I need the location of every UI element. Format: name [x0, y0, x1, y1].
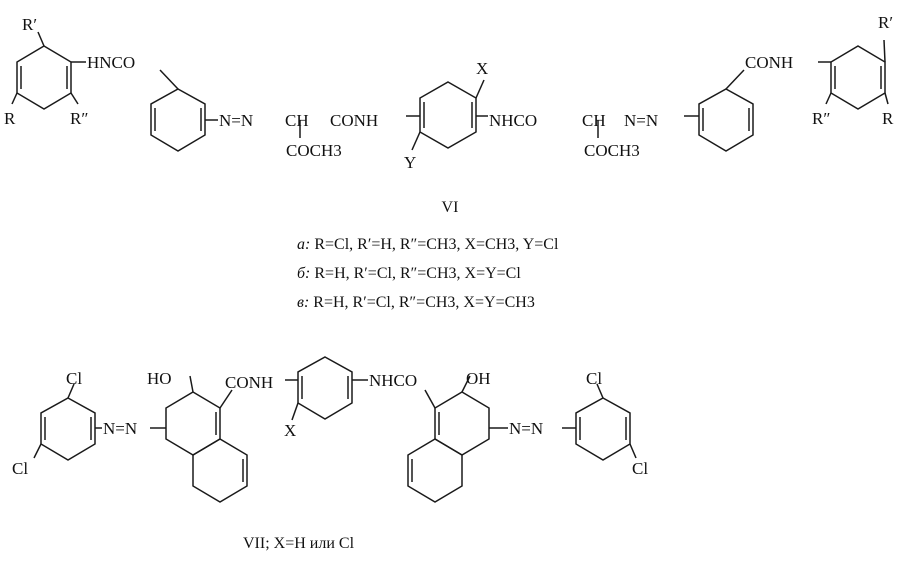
label-cl-3: Cl	[586, 369, 602, 388]
bond-ring-d-conh	[725, 69, 745, 90]
bond-ho	[189, 375, 194, 393]
bond-cl-2	[33, 443, 42, 459]
label-oh: OH	[466, 369, 491, 388]
structure-vii: Cl Cl HO CONH N=N X NHCO OH N=N Cl Cl VI…	[12, 356, 648, 552]
variant-b-key: б:	[297, 265, 310, 282]
label-hnco: HNCO	[87, 53, 135, 72]
label-cl-4: Cl	[632, 459, 648, 478]
label-r-dprime-right: R″	[812, 109, 830, 128]
label-cl-1: Cl	[66, 369, 82, 388]
variant-a: а:R=Cl, R′=H, R″=CH3, X=CH3, Y=Cl	[297, 236, 559, 253]
variant-a-text: R=Cl, R′=H, R″=CH3, X=CH3, Y=Cl	[314, 236, 559, 253]
label-nhco-right: NHCO	[489, 111, 537, 130]
ring-vii-b	[575, 397, 631, 461]
bond-x-vii	[291, 402, 299, 421]
label-y: Y	[404, 153, 416, 172]
bond-r-dprime-left	[70, 92, 79, 105]
label-azo-left-vii: N=N	[103, 419, 137, 438]
label-r-prime-left: R′	[22, 15, 37, 34]
bond-x	[475, 79, 485, 99]
label-conh-vii: CONH	[225, 373, 273, 392]
variant-c-text: R=H, R′=Cl, R″=CH3, X=Y=CH3	[313, 294, 535, 311]
structure-vi: R′ R R″ HNCO N=N CH CONH COCH3 X Y NHCO …	[4, 13, 894, 311]
bond-cl-1	[67, 383, 75, 399]
label-ho: HO	[147, 369, 172, 388]
label-cl-2: Cl	[12, 459, 28, 478]
variant-b: б:R=H, R′=Cl, R″=CH3, X=Y=Cl	[297, 265, 521, 282]
variant-b-text: R=H, R′=Cl, R″=CH3, X=Y=Cl	[314, 265, 521, 282]
variant-list: а:R=Cl, R′=H, R″=CH3, X=CH3, Y=Cl б:R=H,…	[297, 236, 559, 311]
bond-cl-3	[596, 383, 604, 399]
ring-b	[150, 88, 206, 152]
label-conh-left: CONH	[330, 111, 378, 130]
bond-nhco-naphthalene	[424, 389, 436, 409]
ring-a	[16, 45, 72, 110]
ring-e	[830, 45, 886, 110]
bond-oh	[461, 375, 471, 393]
bond-r-left	[11, 92, 18, 105]
label-azo-right: N=N	[624, 111, 658, 130]
label-r-right: R	[882, 109, 894, 128]
bond-co-ring-b	[159, 69, 179, 90]
bond-cl-4	[629, 443, 637, 459]
label-azo-left: N=N	[219, 111, 253, 130]
naphthalene-right	[407, 391, 490, 503]
ring-vii-a	[40, 397, 96, 461]
bond-conh	[219, 389, 233, 409]
label-azo-right-vii: N=N	[509, 419, 543, 438]
label-x: X	[476, 59, 488, 78]
label-ch-left: CH	[285, 111, 309, 130]
bond-r-dprime-right	[825, 92, 832, 105]
label-x-vii: X	[284, 421, 296, 440]
label-r-dprime-left: R″	[70, 109, 88, 128]
ring-d	[698, 88, 754, 152]
label-coch3-right: COCH3	[584, 141, 640, 160]
label-nhco-vii: NHCO	[369, 371, 417, 390]
label-r-prime-right: R′	[878, 13, 893, 32]
variant-a-key: а:	[297, 236, 310, 253]
bond-y	[411, 131, 421, 151]
ring-c	[419, 81, 477, 149]
label-ch-right: CH	[582, 111, 606, 130]
bond-r-right	[884, 92, 889, 105]
variant-c: в:R=H, R′=Cl, R″=CH3, X=Y=CH3	[297, 294, 535, 311]
ring-vii-center	[297, 356, 353, 420]
bond-r-prime-left	[37, 31, 45, 47]
label-r-left: R	[4, 109, 16, 128]
caption-vii: VII; X=H или Cl	[243, 535, 355, 552]
label-conh-right: CONH	[745, 53, 793, 72]
bond-r-prime-right	[883, 39, 886, 63]
numeral-vi: VI	[442, 199, 459, 216]
variant-c-key: в:	[297, 294, 309, 311]
label-coch3-left: COCH3	[286, 141, 342, 160]
naphthalene-left	[165, 391, 248, 503]
